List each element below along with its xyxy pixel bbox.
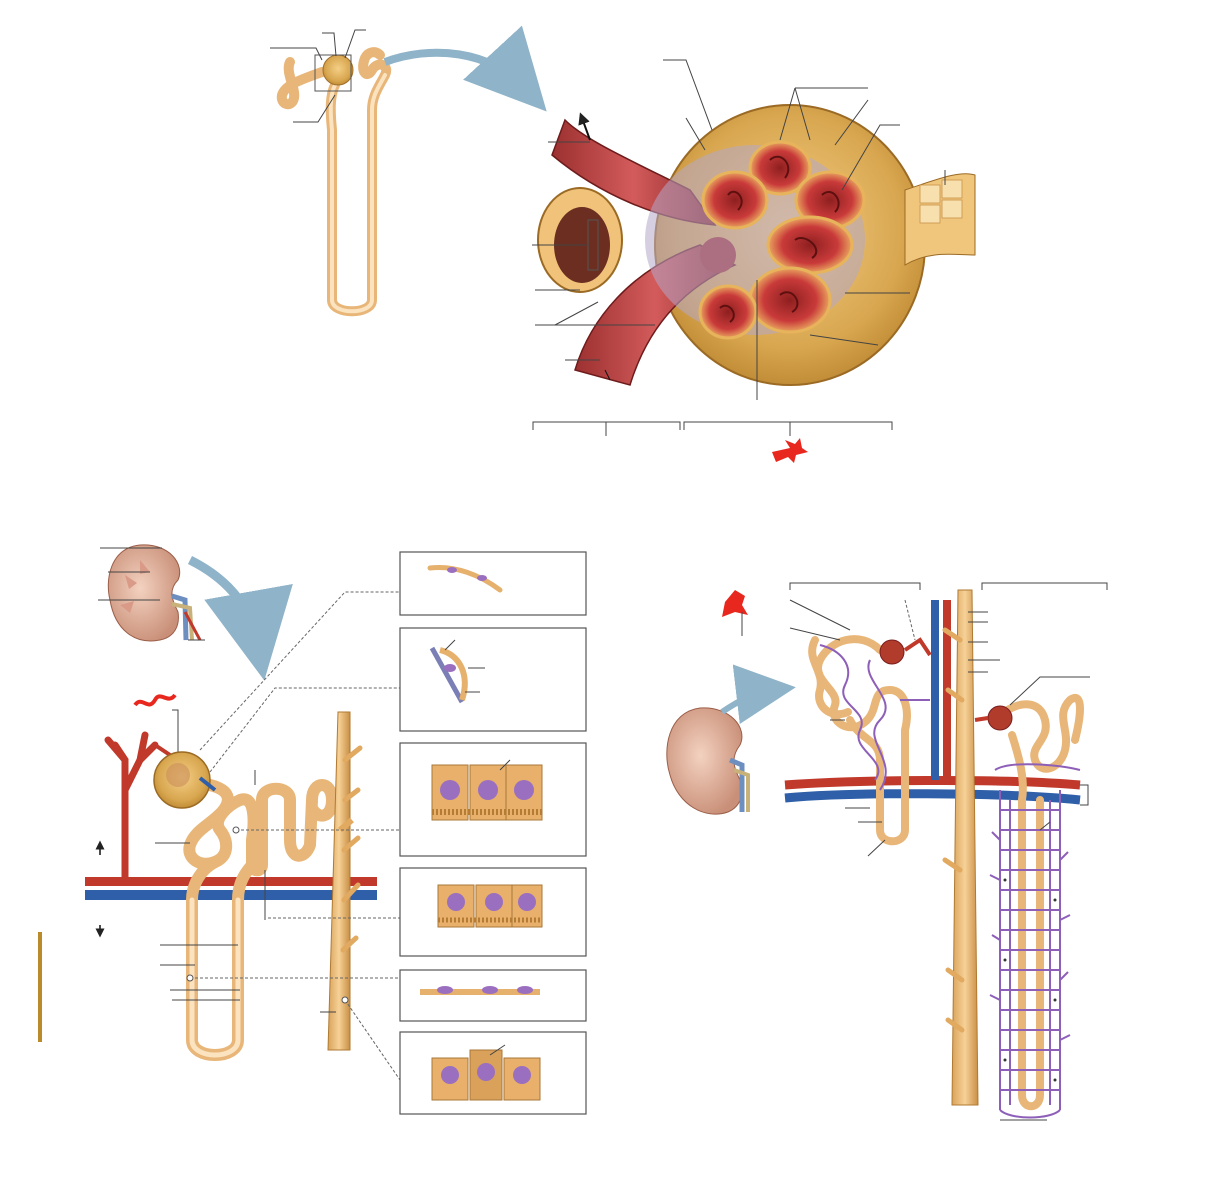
arcuate-vein-right	[784, 789, 1081, 805]
curved-arrow-icon	[383, 25, 547, 112]
scale-bar	[38, 932, 42, 1042]
cuboidal-cells	[431, 764, 543, 821]
nephron-segments-panel	[38, 544, 587, 1115]
arcuate-artery	[85, 877, 377, 887]
interlobular-artery	[104, 731, 159, 884]
zoom-box	[314, 54, 352, 92]
arcuate-artery-right	[784, 775, 1081, 790]
nephron-tubule	[183, 779, 338, 1061]
juxtamedullary-nephron	[974, 694, 1084, 1111]
vasa-recta-panel	[666, 582, 1108, 1121]
arcuate-vein	[85, 890, 377, 900]
cortical-nephron	[808, 635, 932, 846]
vasa-recta-capillaries	[989, 763, 1081, 1119]
red-scribble-icon	[772, 438, 808, 463]
glomerular-capillaries	[698, 140, 866, 340]
collecting-duct	[327, 711, 351, 1051]
kidney-icon	[107, 544, 181, 642]
inset-thin-limb	[399, 969, 587, 1022]
inset-podocyte	[399, 627, 587, 732]
small-glomerulus	[322, 54, 354, 86]
small-nephron	[270, 29, 392, 317]
renal-corpuscle-panel	[532, 59, 976, 436]
